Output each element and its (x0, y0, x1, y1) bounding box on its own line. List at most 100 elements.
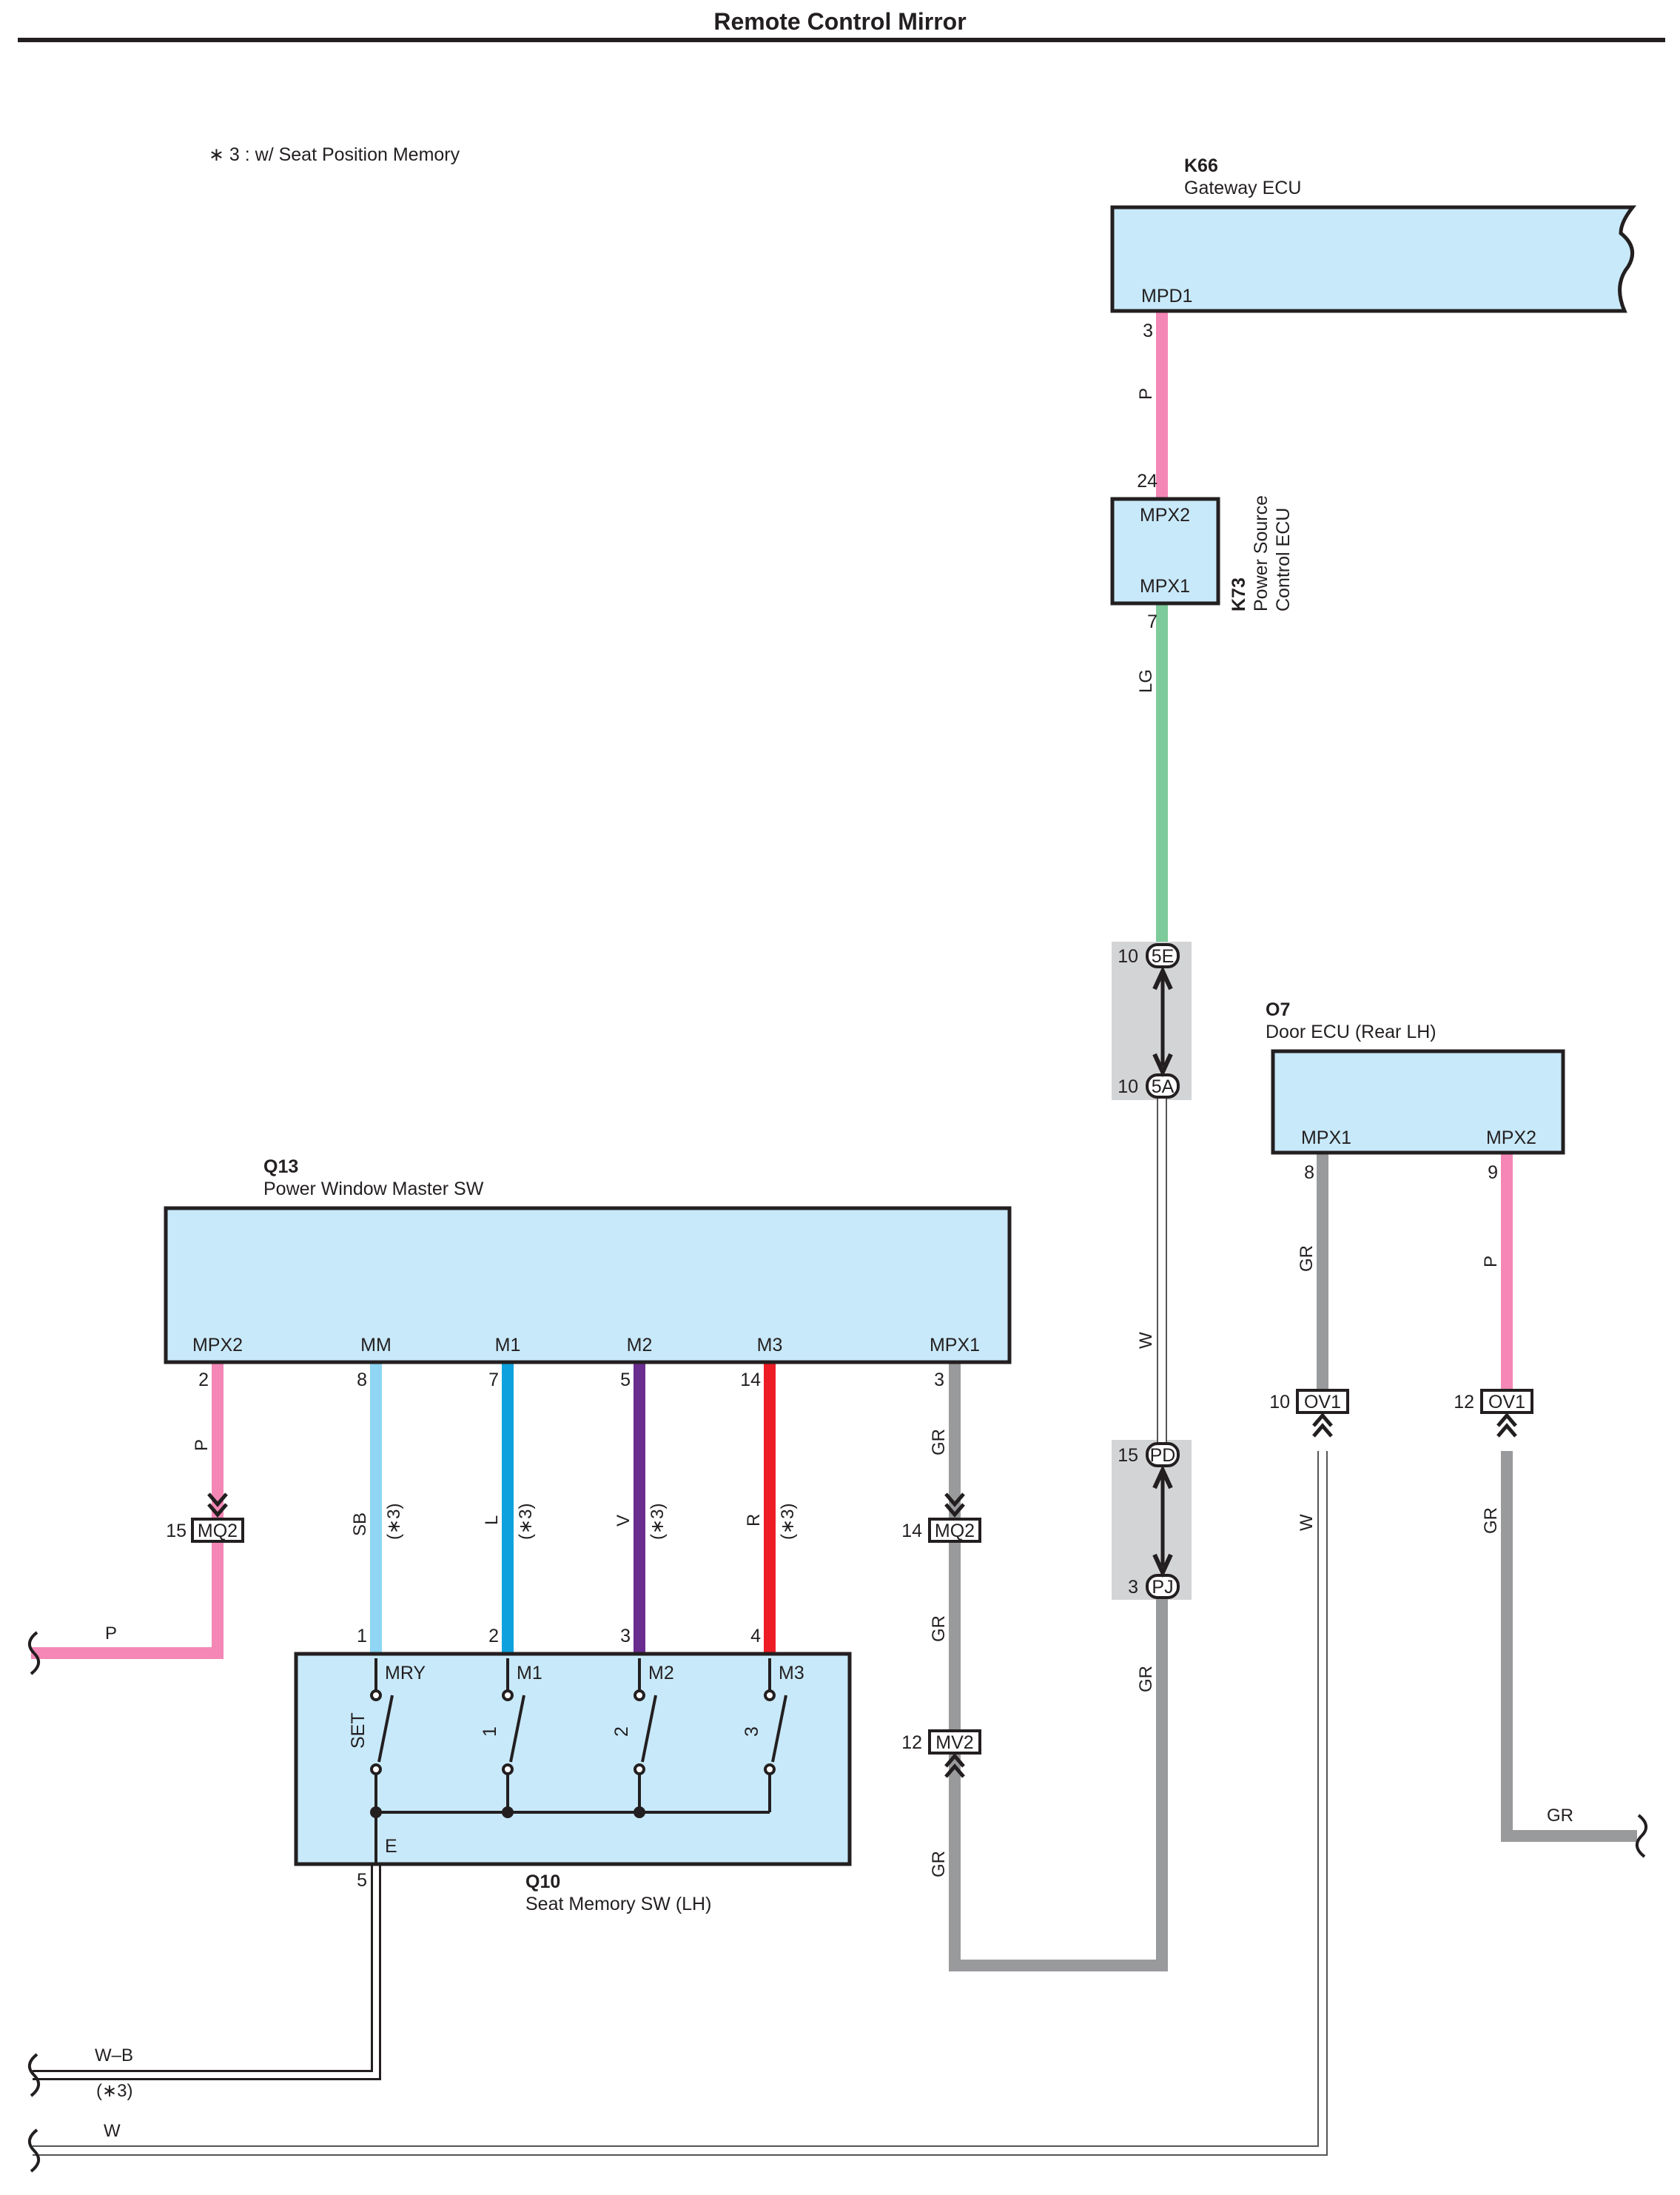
o7-pin-mpx1: MPX1 (1301, 1127, 1351, 1148)
k66-pin-num: 3 (1143, 321, 1153, 341)
q13-pin-label: MPX1 (930, 1335, 980, 1355)
connector-pj: PJ 3 (1128, 1574, 1180, 1599)
wire-ground (33, 1854, 379, 2078)
q10-switch-label: 2 (611, 1726, 632, 1737)
connector-mq2-left: MQ2 15 (166, 1492, 244, 1543)
wire-label: GR (1136, 1666, 1156, 1692)
q10-ground-label: E (385, 1836, 397, 1857)
k73-name-line2: Control ECU (1273, 508, 1294, 611)
connector-5a-name: 5A (1152, 1076, 1175, 1097)
break-marks (28, 1631, 1647, 2173)
q13-pin-label: MPX2 (192, 1335, 243, 1355)
wire-label: GR (929, 1851, 949, 1877)
k73-box (1110, 497, 1220, 606)
q10-pin-num: 1 (357, 1626, 367, 1646)
connector-ov1-right-pin: 12 (1454, 1392, 1474, 1412)
q10-pin-label: M2 (648, 1663, 674, 1683)
q10-pin-num: 4 (750, 1626, 761, 1646)
wire-label: P (1136, 388, 1156, 400)
k73-pin-mpx2: MPX2 (1140, 505, 1190, 526)
wire-label: SB (350, 1512, 370, 1536)
q10-switch-circuit (374, 1658, 787, 1864)
footnote-text: ∗ 3 : w/ Seat Position Memory (209, 144, 460, 165)
o7-name: Door ECU (Rear LH) (1266, 1022, 1437, 1042)
connector-mv2-name: MV2 (935, 1732, 973, 1753)
connector-mv2-pin: 12 (901, 1732, 922, 1753)
wire-label: R (744, 1514, 764, 1527)
k73-name-line1: Power Source (1251, 495, 1271, 611)
q13-name: Power Window Master SW (263, 1179, 484, 1199)
arrow-5e-5a (1152, 965, 1173, 1078)
q13-pin-label: M2 (627, 1335, 653, 1355)
q10-pin-label: MRY (385, 1663, 426, 1683)
q13-box (164, 1206, 1012, 1364)
wire-label: W (1136, 1332, 1156, 1349)
k73-pin-mpx1: MPX1 (1140, 576, 1190, 597)
title-rule (18, 38, 1665, 42)
connector-mq2-right-name: MQ2 (935, 1521, 975, 1541)
connector-5a-pin: 10 (1118, 1076, 1138, 1097)
arrow-pd-pj (1152, 1464, 1173, 1578)
k73-pin-mpx2-num: 24 (1137, 471, 1157, 492)
q13-code: Q13 (263, 1156, 298, 1177)
o7-pin-mpx1-num: 8 (1304, 1162, 1314, 1183)
wire-label: P (105, 1623, 117, 1643)
connector-ov1-right-name: OV1 (1488, 1392, 1525, 1412)
q10-pin-num: 2 (488, 1626, 499, 1646)
connector-mq2-left-name: MQ2 (198, 1521, 238, 1541)
wire-label: W (1297, 1514, 1317, 1531)
wire-label: (∗3) (384, 1504, 404, 1540)
k73-pin-mpx1-num: 7 (1147, 611, 1157, 632)
connector-pj-pin: 3 (1128, 1577, 1138, 1598)
wire-label: GR (929, 1429, 949, 1455)
q13-pin-label: M1 (495, 1335, 521, 1355)
k66-code: K66 (1184, 155, 1218, 176)
q10-pin-label: M1 (517, 1663, 542, 1683)
q10-name: Seat Memory SW (LH) (525, 1894, 711, 1914)
wire-label: (∗3) (96, 2081, 132, 2101)
break-mark-right-gr (1636, 1814, 1647, 1858)
wire-label: GR (929, 1615, 949, 1642)
q10-switch-label: 3 (742, 1726, 762, 1737)
connector-ov1-left-name: OV1 (1304, 1392, 1341, 1412)
q10-code: Q10 (525, 1871, 560, 1892)
q13-pin-num: 7 (488, 1370, 499, 1390)
wire-label: W (104, 2121, 121, 2141)
k66-pin-mpd1: MPD1 (1141, 286, 1192, 306)
o7-code: O7 (1266, 999, 1290, 1020)
connector-mq2-right: MQ2 14 (901, 1492, 981, 1543)
connector-pd-pin: 15 (1118, 1445, 1138, 1466)
connector-ov1-right: OV1 12 (1454, 1389, 1533, 1438)
q13-pin-num: 3 (934, 1370, 944, 1390)
q10-junction-dots (370, 1806, 645, 1818)
wire-label: P (1481, 1256, 1501, 1267)
q10-switch-label: SET (348, 1712, 369, 1749)
connector-ov1-left-pin: 10 (1269, 1392, 1290, 1412)
wire-ground-outline (33, 1854, 381, 2080)
wire-label: LG (1136, 669, 1156, 693)
break-mark-left-w (28, 2128, 40, 2173)
wire-label: GR (1481, 1507, 1501, 1534)
connector-5e-name: 5E (1152, 946, 1175, 967)
k73-code: K73 (1229, 577, 1249, 611)
wire-label: V (614, 1515, 634, 1527)
o7-pin-mpx2-num: 9 (1488, 1162, 1498, 1183)
q10-switch-label: 1 (480, 1726, 500, 1737)
q13-pin-label: M3 (757, 1335, 783, 1355)
connector-pd-name: PD (1150, 1445, 1176, 1466)
connector-panel-pd-pj (1112, 1440, 1192, 1600)
connector-pj-name: PJ (1152, 1577, 1173, 1598)
wire-labels: P LG W GR P P SB (∗3) L (∗3) V (∗3) R (∗… (95, 388, 1573, 2141)
connector-5e-pin: 10 (1118, 946, 1138, 967)
k66-name: Gateway ECU (1184, 178, 1301, 198)
break-mark-left-wb (28, 2053, 40, 2097)
wire-label: W–B (95, 2045, 133, 2065)
q13-pin-num: 2 (198, 1370, 209, 1390)
q13-pin-num: 8 (357, 1370, 367, 1390)
q13-pin-num: 5 (620, 1370, 631, 1390)
q10-pins: MRY 1 SET M1 2 1 M2 3 2 M3 4 3 E 5 (348, 1626, 804, 1891)
wire-label: (∗3) (648, 1504, 668, 1540)
q13-pin-label: MM (360, 1335, 392, 1355)
wire-label: GR (1547, 1806, 1573, 1826)
